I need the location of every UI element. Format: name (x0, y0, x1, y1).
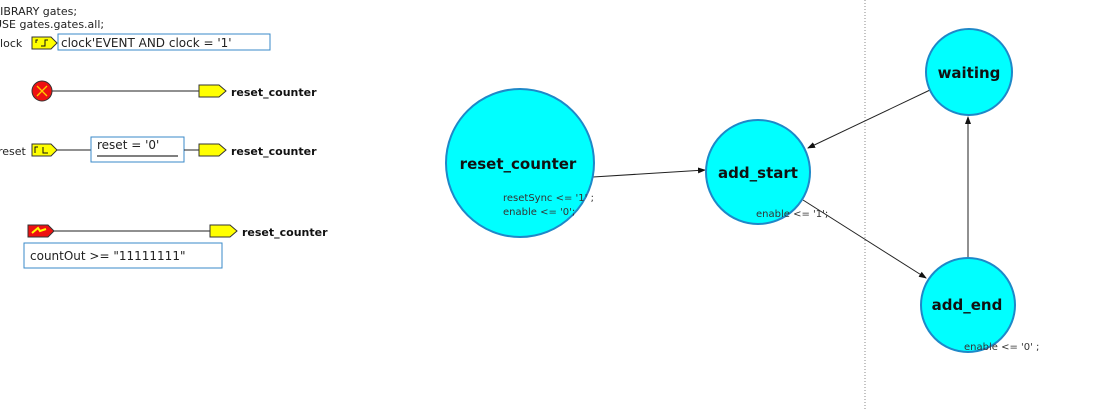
async-reset-target-port (198, 84, 227, 98)
state-name: add_start (718, 164, 798, 182)
clock-condition-box[interactable] (57, 33, 271, 51)
reset-target-port (198, 143, 227, 157)
library-line: LIBRARY gates; (0, 5, 77, 18)
reset-condition: reset = '0' (97, 138, 159, 152)
reset-port-icon[interactable] (31, 143, 58, 157)
count-condition-box[interactable] (23, 242, 223, 269)
state-waiting[interactable]: waiting (925, 28, 1013, 116)
count-condition: countOut >= "11111111" (30, 249, 185, 263)
reset-target: reset_counter (231, 145, 317, 158)
state-add-start[interactable]: add_start enable <= '1'; (705, 119, 828, 225)
state-reset-counter[interactable]: reset_counter resetSync <= '1' ; enable … (445, 88, 595, 238)
state-action: resetSync <= '1' ; (503, 193, 594, 204)
state-name: waiting (938, 64, 1001, 82)
state-name: add_end (932, 296, 1003, 314)
state-action: enable <= '1'; (756, 209, 828, 220)
transition-reset-to-add-start[interactable] (592, 167, 706, 178)
count-target-port (209, 224, 238, 238)
use-line: USE gates.gates.all; (0, 18, 104, 31)
state-action: enable <= '0' ; (964, 342, 1039, 353)
clock-port-icon[interactable] (31, 36, 58, 50)
count-trigger-icon[interactable] (27, 224, 55, 238)
reset-condition-box[interactable] (90, 136, 185, 163)
state-add-end[interactable]: add_end enable <= '0' ; (920, 257, 1039, 353)
clock-condition: clock'EVENT AND clock = '1' (61, 36, 232, 50)
reset-label: reset (0, 145, 27, 158)
transition-waiting-to-add-start[interactable] (807, 89, 931, 149)
state-name: reset_counter (460, 155, 577, 173)
async-reset-target: reset_counter (231, 86, 317, 99)
async-reset-icon[interactable] (31, 80, 53, 102)
state-action: enable <= '0'; (503, 207, 575, 218)
clock-label: clock (0, 37, 23, 50)
transition-add-start-to-add-end[interactable] (802, 199, 927, 279)
count-target: reset_counter (242, 226, 328, 239)
